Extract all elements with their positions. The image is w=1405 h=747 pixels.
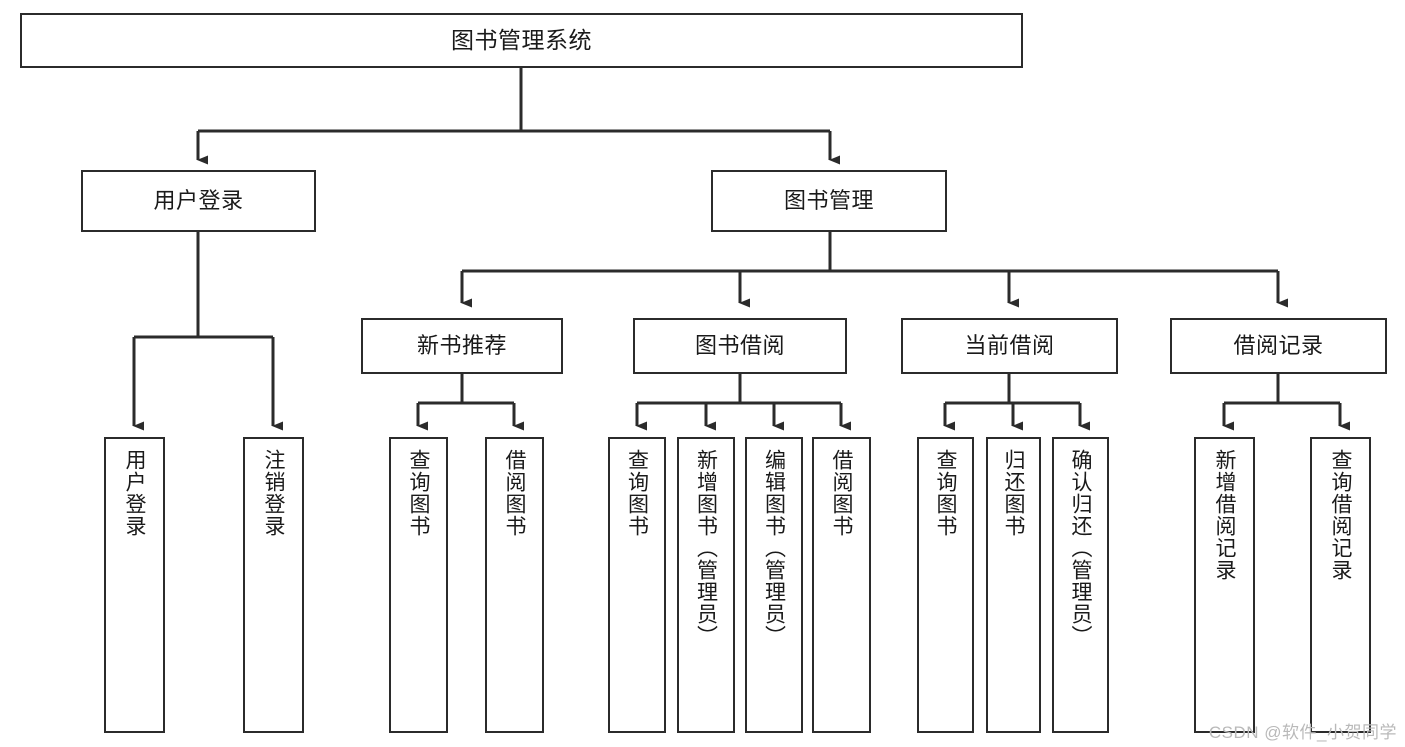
node-label: 用户登录 <box>123 449 146 537</box>
node-user-login[interactable]: 用户登录 <box>81 170 316 232</box>
node-label: 用户登录 <box>153 187 244 213</box>
node-borrowing-record[interactable]: 借阅记录 <box>1170 318 1387 374</box>
node-book-borrowing[interactable]: 图书借阅 <box>633 318 847 374</box>
node-leaf-query-books-rec[interactable]: 查询图书 <box>389 437 448 733</box>
node-leaf-return-books[interactable]: 归还图书 <box>986 437 1041 733</box>
node-label: 借阅图书 <box>503 449 526 537</box>
node-label: 当前借阅 <box>964 332 1055 358</box>
node-label: 图书管理系统 <box>451 26 592 53</box>
node-leaf-user-login[interactable]: 用户登录 <box>104 437 165 733</box>
node-label: 借阅记录 <box>1233 332 1324 358</box>
node-new-book-recommendation[interactable]: 新书推荐 <box>361 318 563 374</box>
node-leaf-query-books-current[interactable]: 查询图书 <box>917 437 974 733</box>
node-label: 新书推荐 <box>416 332 507 358</box>
node-root-system[interactable]: 图书管理系统 <box>20 13 1023 68</box>
node-label: 查询图书 <box>625 449 649 537</box>
node-leaf-confirm-return-admin[interactable]: 确认归还（管理员） <box>1052 437 1109 733</box>
node-label: 借阅图书 <box>830 449 853 537</box>
node-label: 确认归还（管理员） <box>1069 449 1092 647</box>
node-label: 归还图书 <box>1002 449 1025 537</box>
node-leaf-query-books-borrow[interactable]: 查询图书 <box>608 437 666 733</box>
node-label: 查询图书 <box>407 449 430 537</box>
node-leaf-logout[interactable]: 注销登录 <box>243 437 304 733</box>
node-leaf-query-borrow-record[interactable]: 查询借阅记录 <box>1310 437 1371 733</box>
csdn-watermark: CSDN @软件_小贺同学 <box>1208 723 1397 742</box>
node-book-management[interactable]: 图书管理 <box>711 170 947 232</box>
node-current-borrowing[interactable]: 当前借阅 <box>901 318 1118 374</box>
node-label: 图书管理 <box>783 187 874 213</box>
node-label: 新增图书（管理员） <box>694 449 718 647</box>
node-label: 查询借阅记录 <box>1329 449 1352 581</box>
node-leaf-add-book-admin[interactable]: 新增图书（管理员） <box>677 437 735 733</box>
node-leaf-edit-book-admin[interactable]: 编辑图书（管理员） <box>745 437 803 733</box>
node-leaf-add-borrow-record[interactable]: 新增借阅记录 <box>1194 437 1255 733</box>
node-leaf-borrow-books[interactable]: 借阅图书 <box>812 437 871 733</box>
node-label: 新增借阅记录 <box>1213 449 1236 581</box>
node-leaf-borrow-books-rec[interactable]: 借阅图书 <box>485 437 544 733</box>
node-label: 编辑图书（管理员） <box>762 449 786 647</box>
node-label: 查询图书 <box>934 449 957 537</box>
node-label: 注销登录 <box>262 449 285 537</box>
node-label: 图书借阅 <box>694 332 785 358</box>
